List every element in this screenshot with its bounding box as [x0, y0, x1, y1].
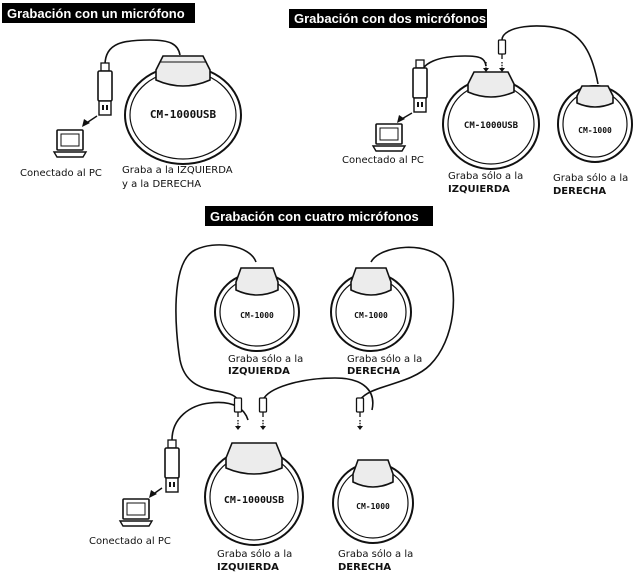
laptop-icon	[372, 123, 406, 152]
section-title: Grabación con cuatro micrófonos	[210, 209, 419, 224]
jack-plug-icon	[497, 39, 507, 60]
arrow-down-icon	[498, 61, 506, 73]
left-label-line1: Graba sólo a la	[217, 548, 292, 560]
right-label-line2: DERECHA	[553, 186, 606, 197]
microphone-cm1000usb: CM-1000USB	[442, 71, 540, 170]
model-label: CM-1000USB	[464, 121, 519, 131]
model-label: CM-1000	[354, 311, 388, 320]
section-title: Grabación con dos micrófonos	[294, 11, 486, 26]
section-title: Grabación con un micrófono	[7, 6, 185, 21]
right-label-line1: Graba sólo a la	[347, 353, 422, 365]
record-label-line2: y a la DERECHA	[122, 179, 201, 190]
title-banner	[289, 9, 487, 28]
left-label-line2: IZQUIERDA	[217, 562, 279, 573]
left-label-line2: IZQUIERDA	[448, 184, 510, 195]
left-label-line1: Graba sólo a la	[228, 353, 303, 365]
model-label: CM-1000	[578, 126, 612, 135]
record-label-line1: Graba a la IZQUIERDA	[122, 165, 233, 176]
title-banner	[205, 206, 433, 226]
microphone-cm1000: CM-1000	[557, 85, 633, 163]
model-label: CM-1000	[240, 311, 274, 320]
microphone-cm1000usb: CM-1000USB	[124, 55, 242, 165]
left-label-line2: IZQUIERDA	[228, 366, 290, 377]
usb-plug-icon	[97, 62, 113, 116]
pc-label: Conectado al PC	[342, 155, 424, 166]
right-label-line2: DERECHA	[347, 366, 400, 377]
section-four-mics: Grabación con cuatro micrófonos Conectad…	[89, 206, 455, 573]
arrow-down-icon	[234, 419, 242, 431]
laptop-icon	[119, 498, 153, 527]
right-label-line2: DERECHA	[338, 562, 391, 573]
pc-label: Conectado al PC	[20, 168, 102, 179]
usb-plug-icon	[412, 59, 428, 113]
model-label: CM-1000USB	[224, 495, 284, 506]
arrow-down-icon	[482, 61, 490, 73]
right-label-line1: Graba sólo a la	[553, 172, 628, 184]
usb-plug-icon	[164, 439, 180, 493]
microphone-cm1000-top-left: CM-1000	[214, 267, 300, 352]
model-label: CM-1000USB	[150, 108, 217, 121]
jack-plug-icon	[355, 397, 365, 418]
section-two-mics: Grabación con dos micrófonos Conectado a…	[289, 9, 633, 197]
laptop-icon	[53, 129, 87, 158]
microphone-cm1000usb: CM-1000USB	[204, 442, 304, 546]
model-label: CM-1000	[356, 502, 390, 511]
pc-label: Conectado al PC	[89, 536, 171, 547]
microphone-cm1000-top-right: CM-1000	[330, 267, 412, 352]
microphone-cm1000-bottom-right: CM-1000	[332, 459, 414, 544]
arrow-down-icon	[356, 419, 364, 431]
right-label-line1: Graba sólo a la	[338, 548, 413, 560]
left-label-line1: Graba sólo a la	[448, 170, 523, 182]
jack-plug-icon	[233, 397, 243, 418]
arrow-down-icon	[259, 419, 267, 431]
jack-plug-icon	[258, 397, 268, 418]
section-one-mic: Grabación con un micrófono Conectado al …	[2, 3, 242, 190]
title-banner	[2, 3, 195, 23]
